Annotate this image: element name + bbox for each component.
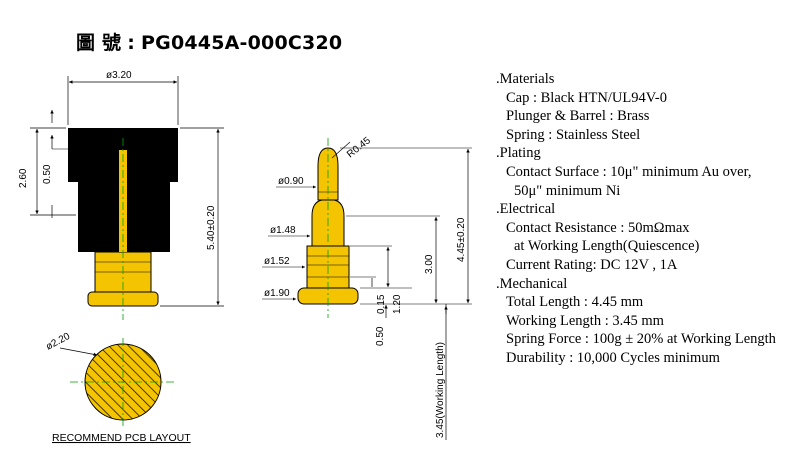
specifications-panel: .Materials Cap : Black HTN/UL94V-0 Plung… bbox=[496, 70, 776, 368]
flange-height-dim: 0.15 bbox=[376, 294, 387, 314]
working-length-dim: 3.45(Working Length) bbox=[435, 342, 446, 438]
flange-diameter-dim: ø1.90 bbox=[264, 288, 290, 299]
spec-spring-force: Spring Force : 100g ± 20% at Working Len… bbox=[506, 331, 776, 348]
cap-tip-gap-dim: 0.50 bbox=[42, 164, 53, 184]
spec-resistance-condition: at Working Length(Quiescence) bbox=[514, 238, 700, 255]
tip-radius-dim: R0.45 bbox=[345, 135, 373, 160]
cap-total-length-dim: 5.40±0.20 bbox=[206, 205, 217, 250]
spec-current-rating: Current Rating: DC 12V , 1A bbox=[506, 256, 678, 273]
spec-total-length: Total Length : 4.45 mm bbox=[506, 294, 644, 311]
title-separator: : bbox=[127, 32, 136, 54]
stroke-dim: 3.00 bbox=[424, 254, 435, 274]
drawing-number-title: 圖 號:PG0445A-000C320 bbox=[76, 28, 342, 55]
spec-heading-electrical: .Electrical bbox=[496, 201, 556, 218]
pogo-pin-view: R0.45 ø0.90 ø1.48 ø1.52 ø1.90 3.00 4.45±… bbox=[262, 135, 472, 440]
spec-heading-materials: .Materials bbox=[496, 71, 555, 87]
cap-inner-pin bbox=[119, 150, 127, 252]
spec-contact-surface: Contact Surface : 10μ" minimum Au over, bbox=[506, 163, 752, 180]
cap-assembly-view: ø3.20 2.60 0.50 5.40±0.20 bbox=[18, 70, 224, 320]
spec-heading-plating: .Plating bbox=[496, 145, 541, 162]
barrel-step-dim: 1.20 bbox=[392, 294, 403, 314]
spec-durability: Durability : 10,000 Cycles minimum bbox=[506, 349, 720, 366]
title-label: 圖 號 bbox=[76, 32, 122, 54]
base-gap-dim: 0.50 bbox=[375, 326, 386, 346]
barrel-diameter-dim: ø1.52 bbox=[264, 256, 290, 267]
spec-plunger-barrel-material: Plunger & Barrel : Brass bbox=[506, 108, 650, 125]
pcb-layout-view: ø2.20 RECOMMEND PCB LAYOUT bbox=[44, 331, 191, 444]
pin-total-length-dim: 4.45±0.20 bbox=[456, 217, 467, 262]
pcb-caption: RECOMMEND PCB LAYOUT bbox=[52, 432, 191, 444]
plunger-diameter-dim: ø1.48 bbox=[270, 225, 296, 236]
spec-heading-mechanical: .Mechanical bbox=[496, 275, 568, 292]
spec-nickel-plating: 50μ" minimum Ni bbox=[514, 182, 621, 199]
spec-spring-material: Spring : Stainless Steel bbox=[506, 126, 641, 143]
spec-working-length: Working Length : 3.45 mm bbox=[506, 312, 664, 329]
cap-height-dim: 2.60 bbox=[18, 168, 29, 188]
tip-diameter-dim: ø0.90 bbox=[278, 176, 304, 187]
spec-cap-material: Cap : Black HTN/UL94V-0 bbox=[506, 89, 667, 106]
cap-diameter-dim: ø3.20 bbox=[106, 70, 132, 81]
part-number: PG0445A-000C320 bbox=[141, 32, 343, 54]
spec-contact-resistance: Contact Resistance : 50mΩmax bbox=[506, 219, 690, 236]
